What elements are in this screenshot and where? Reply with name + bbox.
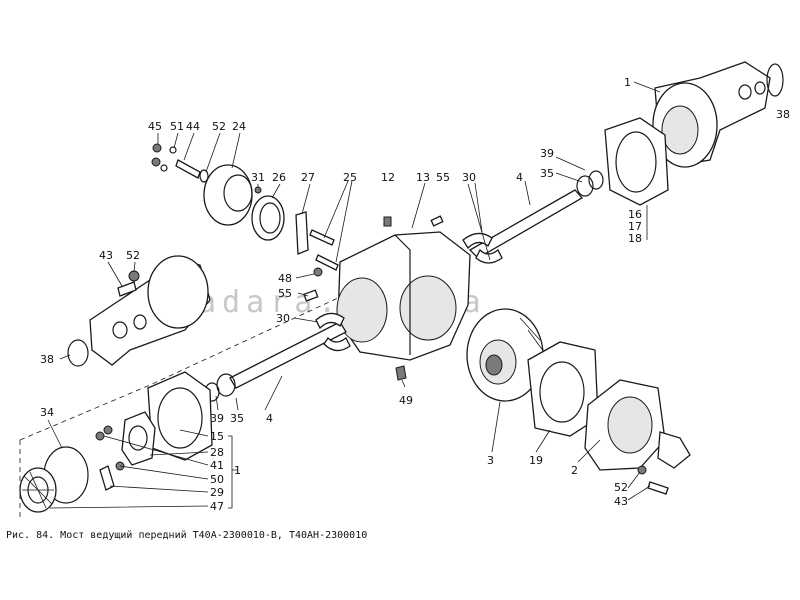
pin-55-top — [430, 215, 444, 227]
label-51: 51 — [170, 120, 184, 133]
washer-52-left — [128, 270, 140, 282]
label-38-left: 38 — [40, 353, 54, 366]
left-half-shaft — [204, 321, 347, 402]
label-43-left: 43 — [99, 249, 113, 262]
label-41: 41 — [210, 459, 224, 472]
right-axle-housing — [652, 61, 771, 168]
label-29: 29 — [210, 486, 224, 499]
plug-49 — [395, 365, 407, 381]
label-24: 24 — [232, 120, 246, 133]
seal-ring-38-right — [766, 63, 784, 97]
label-55-top: 55 — [436, 171, 450, 184]
label-52-top: 52 — [212, 120, 226, 133]
bolt-43-right — [647, 481, 669, 495]
bolt-41-a — [95, 431, 105, 441]
bearing-half-30-right — [462, 232, 493, 250]
differential-assembly — [466, 308, 545, 402]
figure-caption: Рис. 84. Мост ведущий передний Т40А-2300… — [6, 529, 367, 541]
left-axle-housing — [89, 255, 211, 366]
label-1-left: 1 — [234, 464, 241, 477]
label-34: 34 — [40, 406, 54, 419]
label-13: 13 — [416, 171, 430, 184]
label-55-left: 55 — [278, 287, 292, 300]
assembly-centerline — [19, 259, 421, 441]
label-30-left: 30 — [276, 312, 290, 325]
label-3: 3 — [487, 454, 494, 467]
left-gasket-plate — [147, 371, 213, 461]
bearing-cap-24 — [203, 164, 253, 226]
bolt-25-upper — [309, 229, 335, 246]
bearing-race-26 — [251, 195, 285, 241]
label-30-right: 30 — [462, 171, 476, 184]
bolt-25-lower — [315, 254, 339, 271]
bearing-half-30-left — [315, 312, 345, 330]
hardware-cluster-top-left — [151, 143, 209, 183]
label-38-right: 38 — [776, 108, 790, 121]
label-43-right: 43 — [614, 495, 628, 508]
label-17: 17 — [628, 220, 642, 233]
label-52-left: 52 — [126, 249, 140, 262]
bolt-41-b — [103, 425, 113, 435]
label-31: 31 — [251, 171, 265, 184]
label-44: 44 — [186, 120, 200, 133]
label-19: 19 — [529, 454, 543, 467]
pin-55-left — [303, 289, 319, 302]
label-47: 47 — [210, 500, 224, 513]
label-48: 48 — [278, 272, 292, 285]
label-35-right: 35 — [540, 167, 554, 180]
label-39-left: 39 — [210, 412, 224, 425]
cover-2 — [584, 379, 691, 475]
right-half-shaft — [468, 170, 604, 259]
bolt-43-left — [117, 281, 137, 297]
leader-lines — [47, 81, 661, 509]
bearing-47 — [19, 467, 57, 513]
label-1-right-housing: 1 — [624, 76, 631, 89]
label-49: 49 — [399, 394, 413, 407]
label-2: 2 — [571, 464, 578, 477]
label-35-left: 35 — [230, 412, 244, 425]
label-39-right: 39 — [540, 147, 554, 160]
right-gasket-plate — [604, 117, 669, 206]
label-12: 12 — [381, 171, 395, 184]
central-axle-housing — [336, 231, 471, 361]
label-27: 27 — [301, 171, 315, 184]
label-52-right: 52 — [614, 481, 628, 494]
bolt-12 — [383, 216, 392, 227]
label-16: 16 — [628, 208, 642, 221]
label-26: 26 — [272, 171, 286, 184]
label-4-right: 4 — [516, 171, 523, 184]
gasket-19-opening — [539, 361, 585, 423]
label-28: 28 — [210, 446, 224, 459]
bearing-half-30-left-lower — [323, 336, 351, 352]
seal-ring-38-left — [67, 339, 89, 367]
label-4-left: 4 — [266, 412, 273, 425]
bracket-27 — [295, 211, 309, 255]
label-25: 25 — [343, 171, 357, 184]
label-18: 18 — [628, 232, 642, 245]
nut-48 — [313, 267, 323, 277]
label-15: 15 — [210, 430, 224, 443]
label-50: 50 — [210, 473, 224, 486]
small-cover-28 — [121, 411, 156, 466]
label-45: 45 — [148, 120, 162, 133]
